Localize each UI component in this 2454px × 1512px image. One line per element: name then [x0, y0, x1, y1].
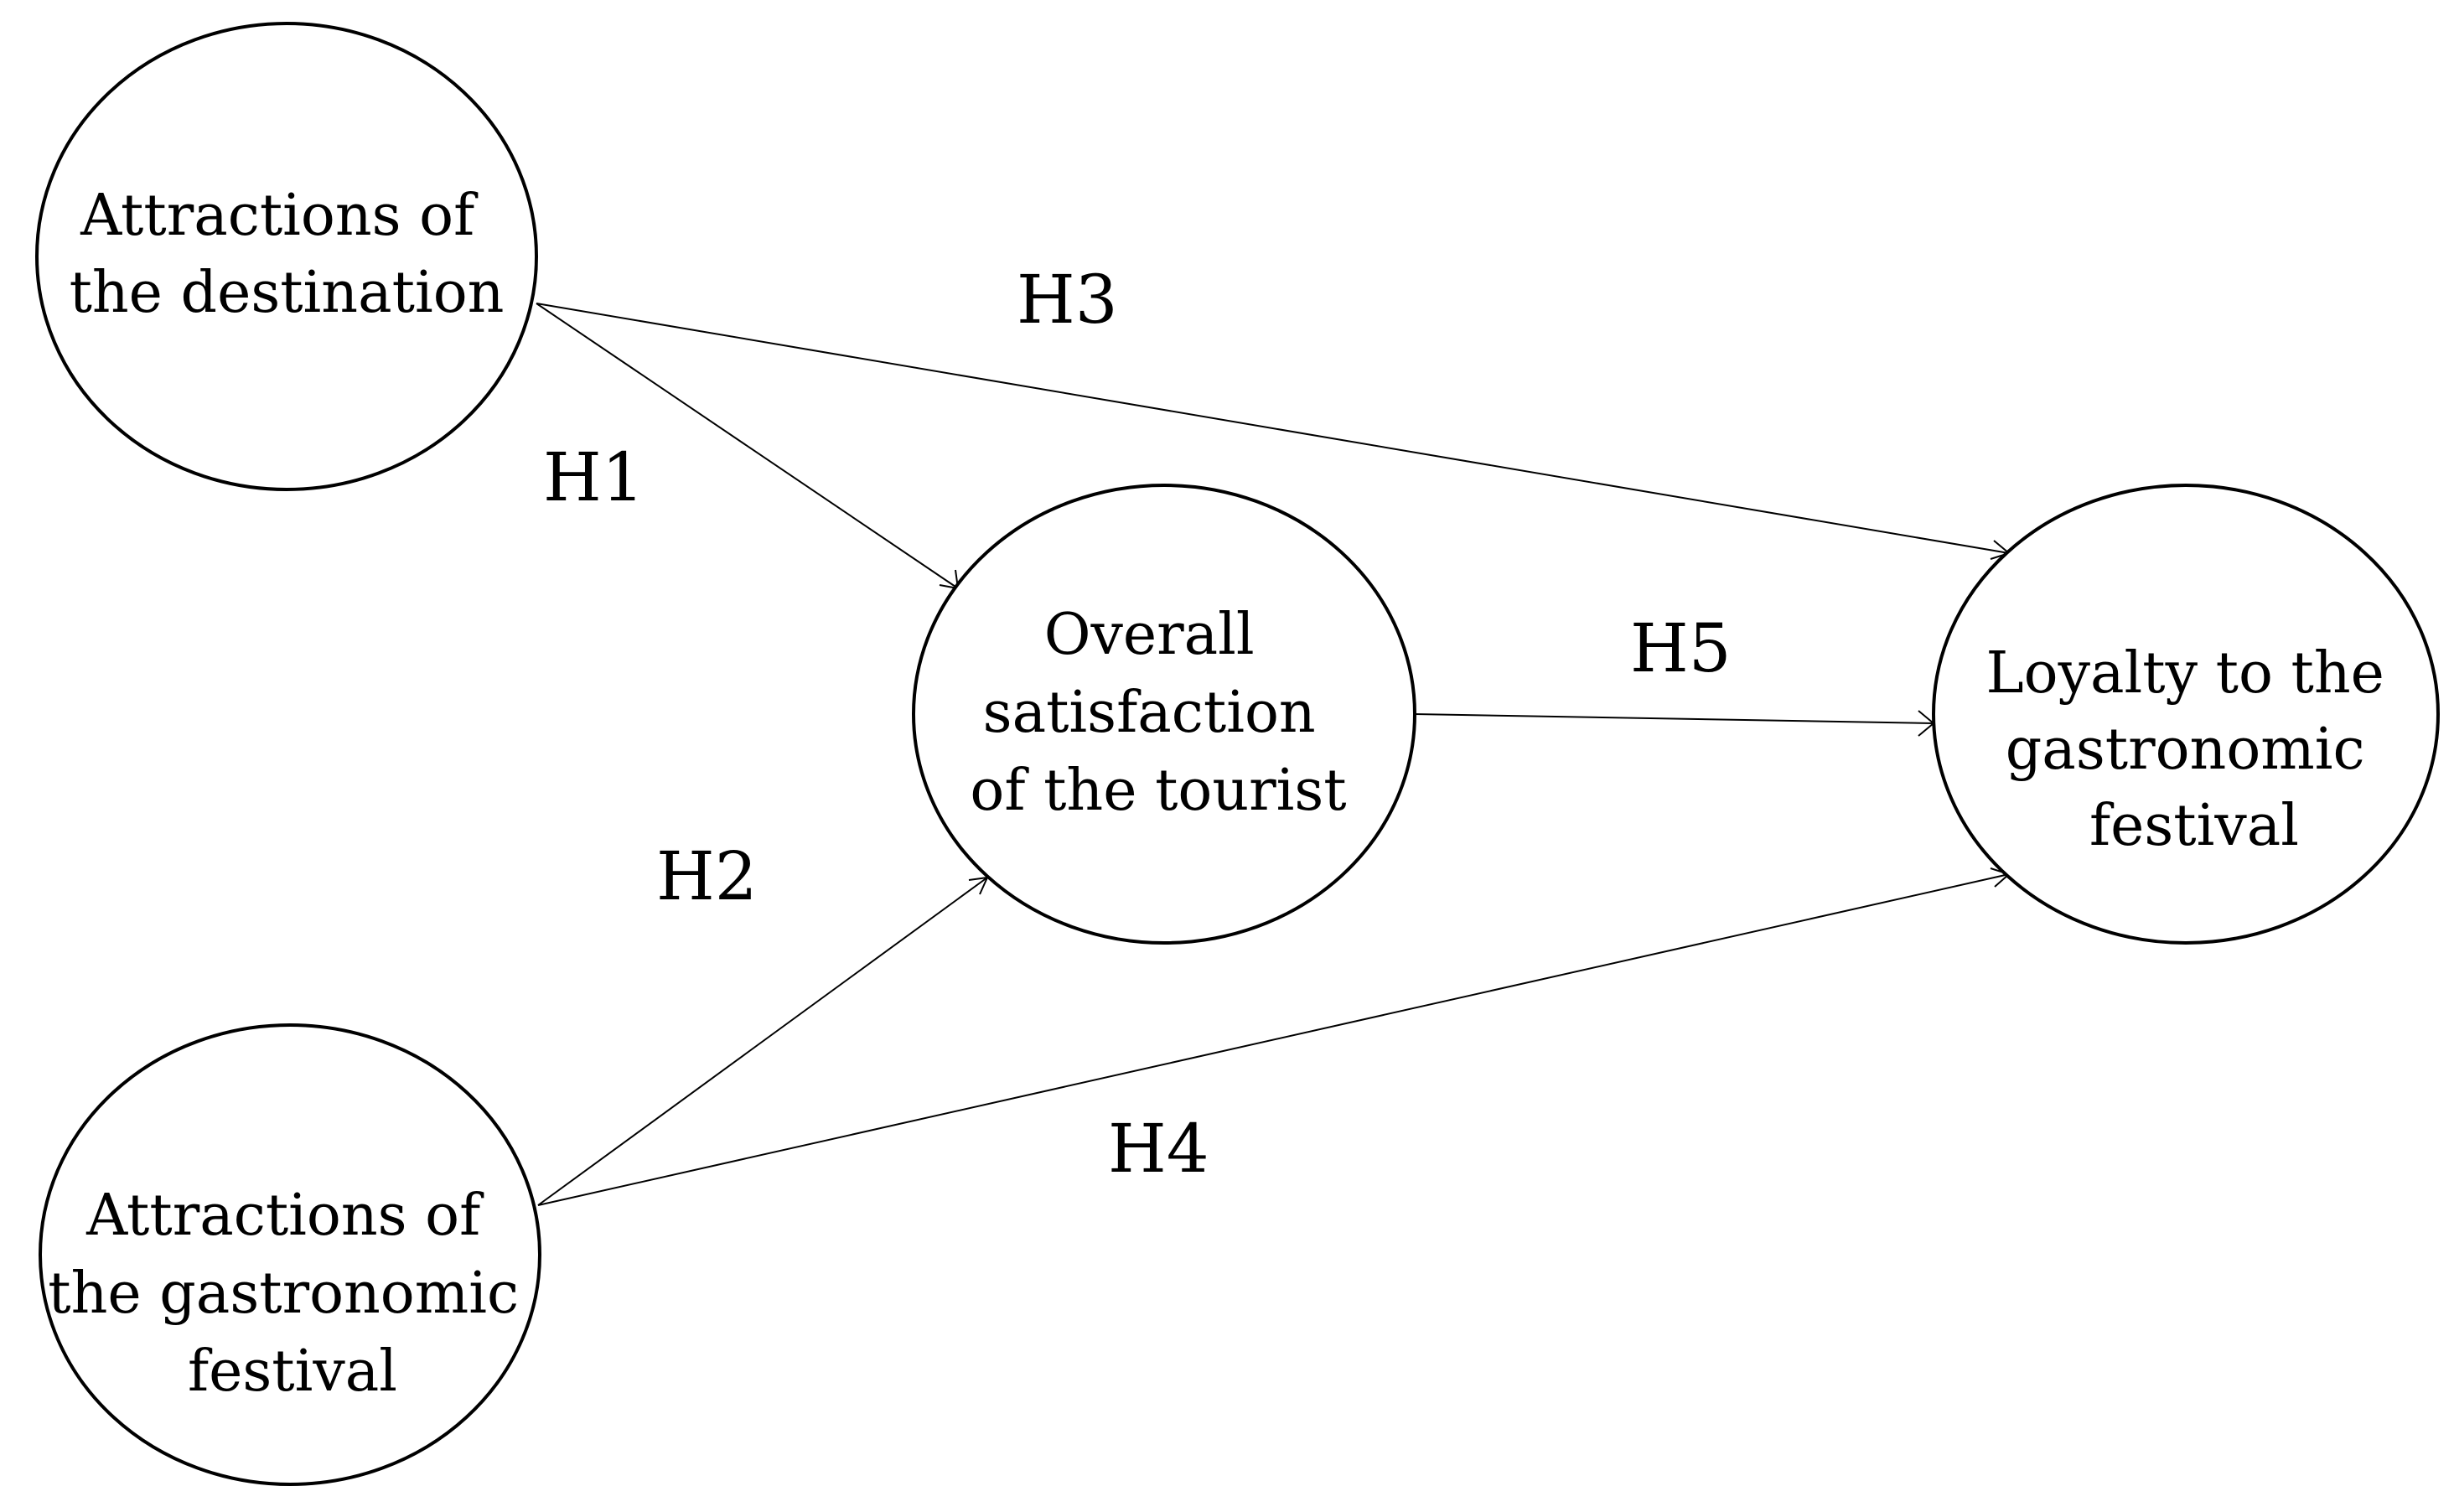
svg-text:Overall satisfaction: Overall satisfaction of the tourist: [970, 602, 1346, 824]
edge-h2-label: H2: [656, 837, 758, 915]
edge-h1-line: [536, 303, 959, 589]
node-label-line: Loyalty to the: [1985, 640, 2384, 707]
edge-h2-line: [537, 877, 988, 1206]
node-attractions-of-the-gastronomic-festival: Attractions of the gastronomic festival: [39, 1023, 541, 1486]
node-label-line: Overall: [1044, 602, 1255, 668]
svg-text:Attractions of the gastr: Attractions of the gastronomic festival: [48, 1183, 536, 1405]
node-ellipse: [1932, 484, 2440, 945]
node-label-line: Attractions of: [80, 183, 479, 249]
edge-h5-label: H5: [1630, 609, 1732, 687]
node-label-line: the gastronomic: [48, 1261, 519, 1327]
node-ellipse: [39, 1023, 541, 1486]
edge-h2: H2: [537, 837, 989, 1206]
svg-text:Loyalty to the gastronom: Loyalty to the gastronomic festival: [1985, 640, 2402, 859]
edge-h5: H5: [1414, 609, 1935, 737]
node-label-line: of the tourist: [970, 758, 1346, 824]
edge-h1-label: H1: [543, 438, 645, 516]
node-attractions-of-the-destination: Attractions of the destination: [35, 22, 538, 491]
edge-h4-label: H4: [1108, 1110, 1209, 1188]
node-ellipse: [912, 484, 1416, 945]
node-label-line: the destination: [70, 260, 505, 326]
edge-h1: H1: [536, 303, 960, 590]
edge-h4-line: [537, 873, 2010, 1206]
edge-h3-label: H3: [1017, 261, 1118, 339]
node-loyalty-to-the-gastronomic-festival: Loyalty to the gastronomic festival: [1932, 484, 2440, 945]
node-label-line: satisfaction: [983, 680, 1316, 746]
edge-h5-line: [1414, 713, 1934, 724]
edge-h3: H3: [536, 261, 2011, 560]
node-label-line: festival: [2089, 793, 2299, 859]
node-label-line: gastronomic: [2006, 717, 2365, 783]
node-ellipse: [35, 22, 538, 491]
node-overall-satisfaction-of-the-tourist: Overall satisfaction of the tourist: [912, 484, 1416, 945]
edge-h4: H4: [537, 867, 2011, 1206]
node-label-line: Attractions of: [85, 1183, 484, 1249]
svg-text:Attractions of the desti: Attractions of the destination: [70, 183, 505, 326]
edge-h3-line: [536, 303, 2010, 554]
node-label-line: festival: [188, 1339, 397, 1405]
